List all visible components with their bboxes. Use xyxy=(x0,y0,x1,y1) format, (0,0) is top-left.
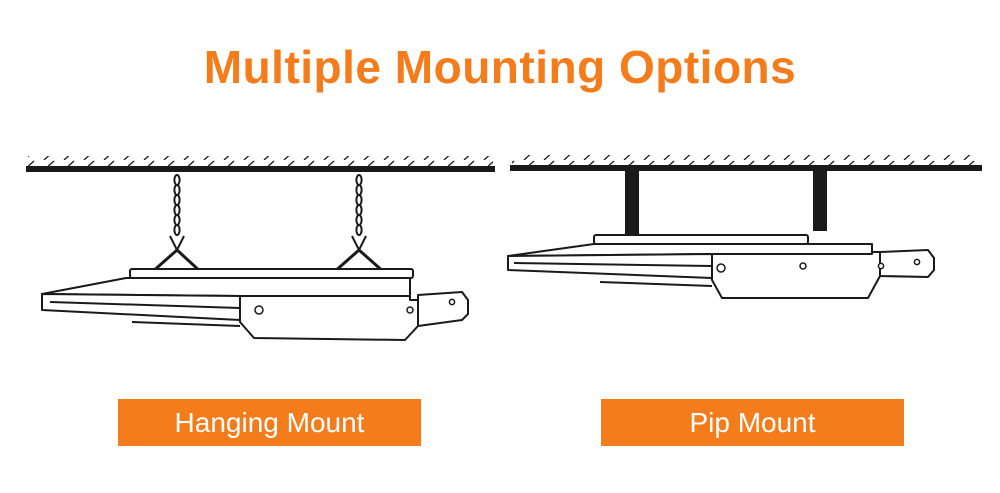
hanging-mount-illustration xyxy=(26,156,495,341)
fixture-screws-left xyxy=(254,298,456,315)
light-fixture-left xyxy=(41,268,469,341)
pip-mount-label: Pip Mount xyxy=(601,399,904,446)
ceiling-right xyxy=(510,155,982,171)
ceiling-left xyxy=(26,156,495,172)
pipe-right xyxy=(813,171,827,231)
pip-mount-illustration xyxy=(507,155,982,299)
pipe-left xyxy=(625,171,639,239)
chain-right xyxy=(351,174,367,253)
hanging-mount-label: Hanging Mount xyxy=(118,399,421,446)
hanging-ropes xyxy=(150,247,386,275)
fixture-screws-right xyxy=(716,258,921,273)
page-title: Multiple Mounting Options xyxy=(203,41,797,93)
chain-left xyxy=(169,174,185,253)
light-fixture-right xyxy=(507,234,935,299)
